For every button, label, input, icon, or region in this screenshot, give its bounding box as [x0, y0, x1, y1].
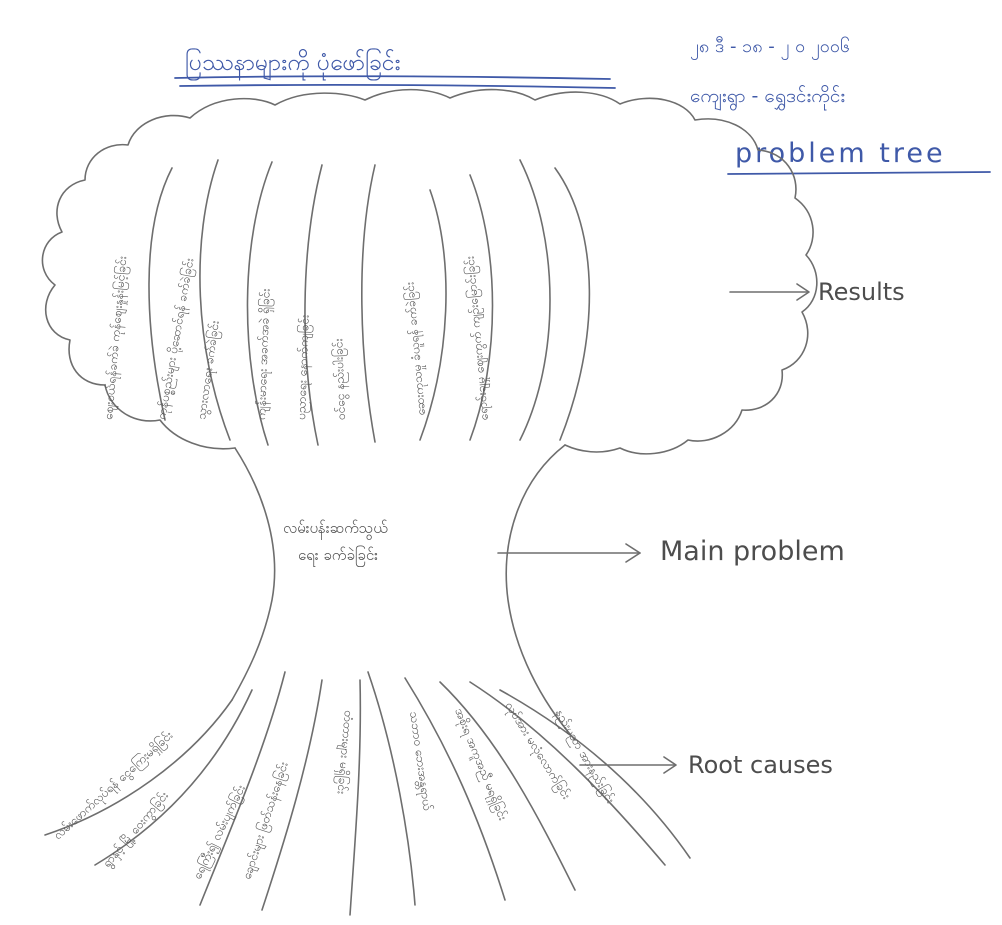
root-line-2 — [94, 689, 253, 866]
main-problem-text-line2: ရေး ခက်ခဲခြင်း — [298, 545, 378, 567]
crown-branch-5 — [361, 164, 376, 443]
results-arrow-head — [796, 283, 810, 301]
result-branch-text-7: ဆေးကုသမှု ခံယူရန် ခက်ခဲခြင်း — [400, 281, 431, 416]
result-branch-text-8: ရောင်းချမှု ဈေးကွက် ကျဉ်းမြောင်းခြင်း — [461, 255, 494, 421]
result-branch-text-3: သွားလာရေး ခက်ခဲခြင်း — [192, 319, 225, 420]
root-causes-label: Root causes — [688, 751, 833, 779]
crown-branch-6 — [419, 189, 447, 441]
crown-branch-8 — [519, 159, 551, 441]
subtitle-underline — [727, 171, 991, 175]
root-branch-text-6: သဘာဝ ဘေးအန္တရာယ် — [404, 710, 436, 812]
result-branch-text-4: ကျန်းမာရေး အခက်အခဲ ရှိခြင်း — [252, 288, 276, 420]
main-problem-label: Main problem — [660, 536, 845, 567]
tree-crown — [41, 88, 818, 455]
problem-tree-subtitle: problem tree — [735, 138, 946, 169]
result-branch-text-1: ဈေးဝယ်ရန်ခက်ခဲ ကုန်စျေးနှုန်းမြင့်ခြင်း — [99, 255, 132, 420]
root-line-3 — [199, 671, 286, 906]
root-line-1 — [44, 699, 233, 836]
crown-branch-3 — [246, 161, 273, 446]
title-underline-2 — [179, 83, 616, 89]
result-branch-text-2: ကုန်ပစ္စည်းများ ပို့ဆောင်ရန် ခက်ခဲခြင်း — [152, 257, 199, 421]
results-label: Results — [818, 278, 905, 306]
root-branch-text-1: လမ်းဖောက်လုပ်ရန် ငွေကြေးမရှိခြင်း — [49, 727, 177, 845]
root-line-10 — [499, 689, 691, 859]
crown-branch-2 — [199, 159, 231, 441]
root-branch-text-4: ချောင်းများ ဖြတ်သန်းနေခြင်း — [238, 759, 294, 881]
crown-branch-4 — [304, 164, 323, 446]
root-line-6 — [367, 671, 416, 906]
root-branch-text-2: ရွာနှင့် မြို့ ဝေးကွာခြင်း — [98, 787, 173, 872]
page-title: ပြဿနာများကို ပုံဖော်ခြင်း — [185, 49, 401, 80]
root-branch-text-3: ရေကြီး၍ လမ်းပျက်ခြင်း — [188, 782, 250, 883]
root-branch-text-5: တံတားများ မရှိခြင်း — [332, 709, 358, 794]
main-problem-arrow-head — [625, 543, 641, 563]
village-note: ကျေးရွာ - ရွှေဒင်းကိုင်း — [690, 84, 845, 111]
tree-trunk-right — [505, 444, 576, 741]
title-underline-1 — [174, 75, 611, 80]
crown-branch-7 — [469, 174, 494, 441]
tree-trunk-left — [231, 447, 276, 701]
root-causes-arrow-head — [663, 756, 677, 774]
root-line-8 — [439, 681, 576, 891]
date-note: ၂၈ ဒီ - ၁၈ - ၂ ၀ ၂၀၀၆ — [690, 36, 850, 60]
crown-branch-9 — [554, 167, 591, 441]
root-branch-text-7: အစိုးရ အကူအညီ မရရှိခြင်း — [449, 705, 511, 823]
root-line-7 — [404, 677, 506, 901]
main-problem-text-line1: လမ်းပန်းဆက်သွယ် — [283, 519, 388, 540]
root-line-5 — [349, 679, 362, 916]
root-line-9 — [469, 681, 666, 866]
crown-branch-1 — [148, 167, 173, 421]
result-branch-text-6: ဝင်ငွေ နည်းပါးခြင်း — [329, 338, 351, 420]
root-line-4 — [261, 679, 323, 911]
